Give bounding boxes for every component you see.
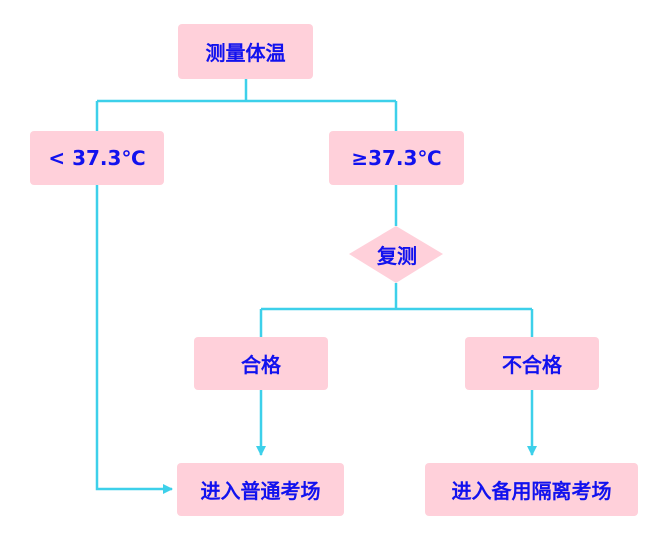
node-fail: 不合格 — [465, 337, 599, 390]
node-isolation-exam-room: 进入备用隔离考场 — [425, 463, 638, 516]
node-normal-exam-room: 进入普通考场 — [177, 463, 344, 516]
node-measure-temperature: 测量体温 — [178, 24, 313, 79]
recheck-diamond — [349, 226, 443, 283]
node-pass: 合格 — [194, 337, 328, 390]
node-recheck-label: 复测 — [377, 243, 417, 268]
connector-low-to-normal — [95, 185, 173, 494]
node-temp-below-threshold: < 37.3℃ — [30, 131, 164, 185]
node-temp-above-threshold: ≥37.3℃ — [329, 131, 464, 185]
